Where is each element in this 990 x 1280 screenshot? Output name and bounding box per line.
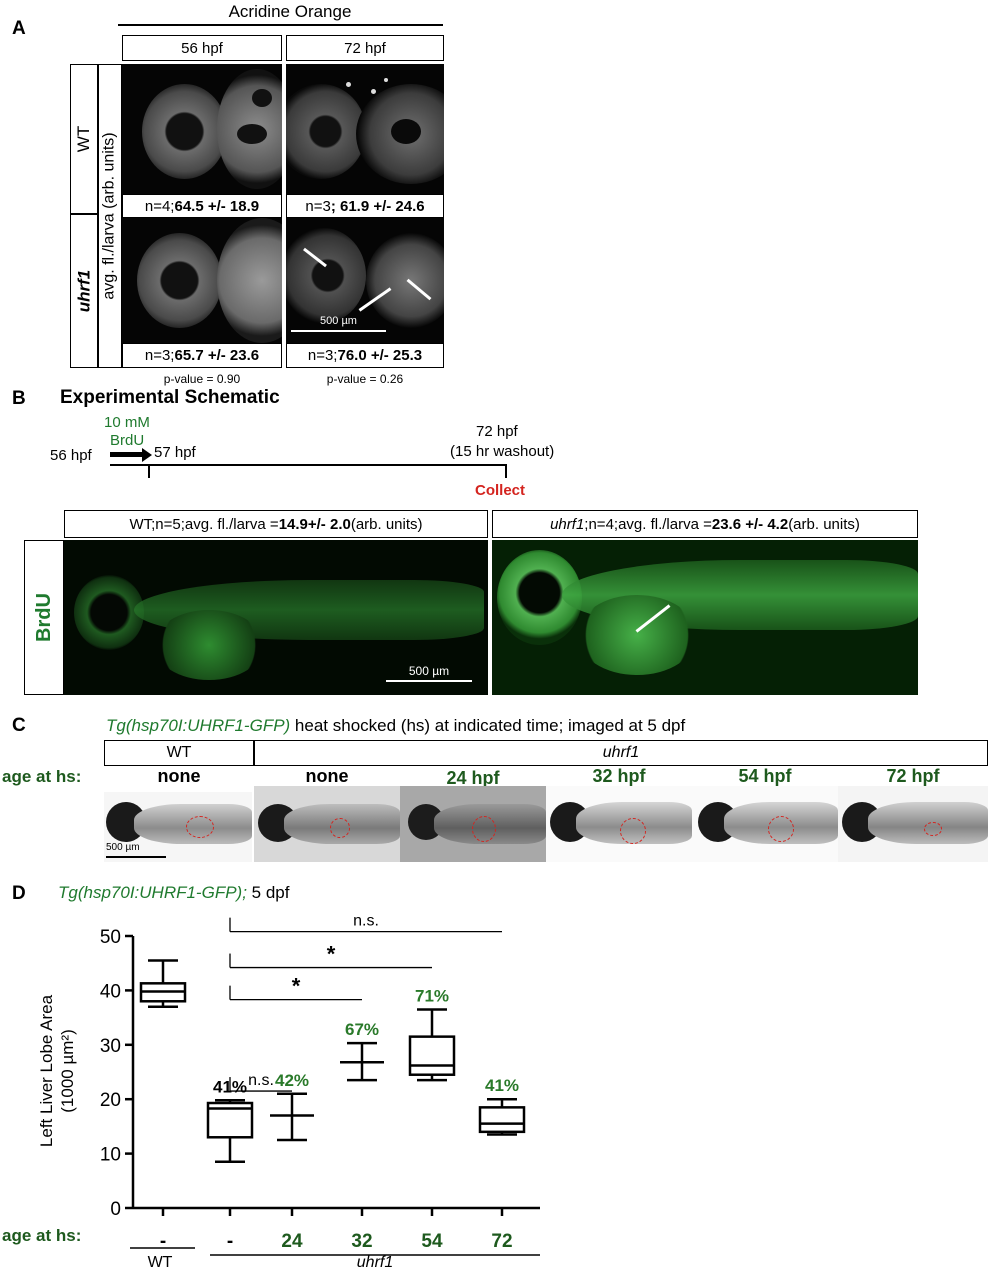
ao-uhrf1-56-image	[122, 218, 282, 343]
larva-image-32	[546, 786, 692, 862]
box	[478, 1106, 526, 1134]
timeline-tick	[148, 464, 150, 478]
significance-label: n.s.	[248, 1072, 274, 1089]
x-category-label: 72	[491, 1231, 512, 1252]
x-category-label: -	[160, 1231, 166, 1252]
x-category-label: 24	[281, 1231, 303, 1252]
scale-label-b: 500 µm	[408, 664, 450, 678]
c-wt-header: WT	[104, 740, 254, 766]
significance-label: *	[327, 942, 336, 967]
pvalue-72: p-value = 0.26	[326, 372, 404, 386]
row-wt-box: WT	[70, 64, 98, 214]
c-age-1: none	[305, 766, 349, 786]
row-uhrf1-box: uhrf1	[70, 214, 98, 368]
washout: (15 hr washout)	[450, 443, 555, 460]
ylabel-box: avg. fl./larva (arb. units)	[98, 64, 122, 368]
larva-image-uhrf1-none	[254, 786, 400, 862]
ao-wt-56-image	[122, 64, 282, 194]
stain-underline	[118, 24, 443, 26]
brdu-wt-image: 500 µm	[64, 540, 488, 695]
c-age-5: 72 hpf	[886, 766, 940, 786]
col-header-72: 72 hpf	[286, 35, 444, 61]
scale-bar-a	[291, 330, 386, 332]
c-age-label: age at hs:	[2, 767, 82, 786]
pulse-arrow-icon	[110, 452, 144, 457]
y-tick-label: 0	[110, 1199, 121, 1220]
c-age-0: none	[157, 766, 201, 786]
panel-b-label: B	[12, 388, 26, 409]
y-tick-label: 10	[100, 1145, 121, 1166]
panel-c-label: C	[12, 715, 26, 736]
brdu-row-label: BrdU	[32, 593, 55, 642]
d-uhrf1-group: uhrf1	[356, 1254, 394, 1271]
d-wt-group: WT	[147, 1254, 173, 1271]
scale-label-c: 500 µm	[106, 842, 140, 853]
wt-brdu-header: WT;n=5;avg. fl./larva = 14.9+/- 2.0 (arb…	[64, 510, 488, 538]
panel-c-caption: Tg(hsp70I:UHRF1-GFP) heat shocked (hs) a…	[106, 716, 686, 735]
schematic-title: Experimental Schematic	[60, 387, 280, 408]
x-category-label: 54	[421, 1231, 443, 1252]
collect-label: Collect	[475, 482, 526, 499]
larva-image-wt: 500 µm	[104, 792, 252, 862]
time-56: 56 hpf	[50, 447, 92, 464]
c-age-2: 24 hpf	[446, 768, 500, 788]
brdu-uhrf1-image	[492, 540, 918, 695]
pvalue-56: p-value = 0.90	[163, 372, 241, 386]
c-age-4: 54 hpf	[738, 766, 792, 786]
c-age-3: 32 hpf	[592, 766, 646, 786]
percent-label: 42%	[275, 1071, 309, 1090]
ao-uhrf1-72-image: 500 µm	[286, 218, 444, 343]
significance-label: n.s.	[353, 913, 379, 930]
time-72: 72 hpf	[476, 423, 518, 440]
percent-label: 67%	[345, 1020, 379, 1039]
c-uhrf1-header: uhrf1	[254, 740, 988, 766]
scale-label-a: 500 µm	[320, 315, 357, 327]
larva-image-24	[400, 786, 546, 862]
panel-d-label: D	[12, 883, 26, 904]
y-tick-label: 30	[100, 1036, 121, 1057]
y-tick-label: 50	[100, 927, 121, 948]
row-wt-label: WT	[74, 125, 93, 153]
box	[408, 1035, 456, 1076]
timeline	[110, 464, 507, 466]
significance-label: *	[292, 974, 301, 999]
stain-title: Acridine Orange	[228, 2, 352, 21]
scale-bar-c	[106, 856, 166, 858]
wt72-value-box: n=3; 61.9 +/- 24.6	[286, 194, 444, 218]
col-header-56: 56 hpf	[122, 35, 282, 61]
ao-wt-72-image	[286, 64, 444, 194]
wt56-value-box: n=4; 64.5 +/- 18.9	[122, 194, 282, 218]
brdu-drug: BrdU	[110, 432, 145, 449]
timeline-tick	[505, 464, 507, 478]
y-tick-label: 40	[100, 981, 121, 1002]
percent-label: 71%	[415, 986, 449, 1005]
scale-bar-b	[386, 680, 472, 682]
panel-a-label: A	[12, 18, 26, 39]
mu72-value-box: n=3; 76.0 +/- 25.3	[286, 343, 444, 368]
y-tick-label: 20	[100, 1090, 121, 1111]
brdu-row-box: BrdU	[24, 540, 64, 695]
time-57: 57 hpf	[154, 444, 196, 461]
uhrf1-brdu-header: uhrf1;n=4;avg. fl./larva = 23.6 +/- 4.2 …	[492, 510, 918, 538]
brdu-dose: 10 mM	[104, 414, 150, 431]
x-category-label: -	[227, 1231, 233, 1252]
mu56-value-box: n=3; 65.7 +/- 23.6	[122, 343, 282, 368]
larva-image-72	[838, 786, 988, 862]
arrowhead-icon	[142, 448, 152, 462]
d-age-label: age at hs:	[2, 1226, 82, 1245]
larva-image-54	[692, 786, 838, 862]
panel-d-title: Tg(hsp70I:UHRF1-GFP); 5 dpf	[58, 883, 290, 902]
row-uhrf1-label: uhrf1	[74, 269, 93, 313]
x-category-label: 32	[351, 1231, 372, 1252]
percent-label: 41%	[485, 1076, 519, 1095]
ylabel-a: avg. fl./larva (arb. units)	[101, 132, 118, 300]
